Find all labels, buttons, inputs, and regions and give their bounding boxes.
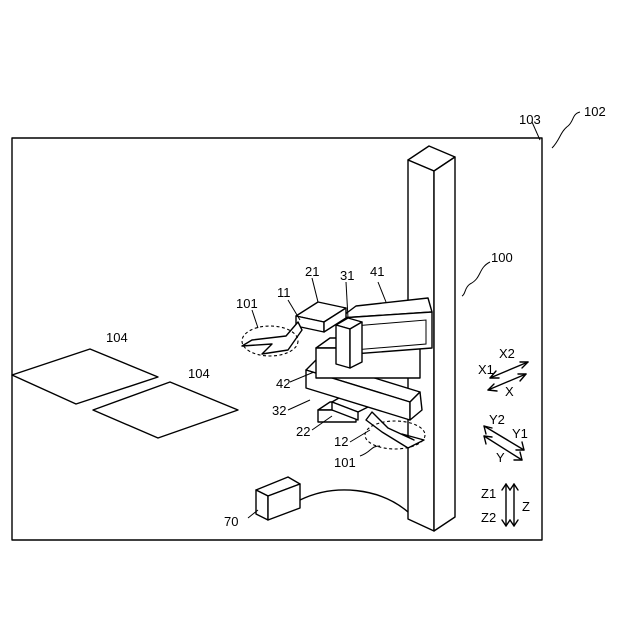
- upper-hand: [242, 322, 302, 356]
- axis-z2: Z2: [481, 510, 496, 525]
- label-42: 42: [276, 376, 290, 391]
- cable: [300, 490, 408, 512]
- axis-y: Y: [496, 450, 505, 465]
- label-12: 12: [334, 434, 348, 449]
- axis-x: X: [505, 384, 514, 399]
- label-32: 32: [272, 403, 286, 418]
- label-104-right: 104: [188, 366, 210, 381]
- label-11: 11: [277, 285, 291, 300]
- label-100: 100: [491, 250, 513, 265]
- label-101-lower: 101: [334, 455, 356, 470]
- label-104-left: 104: [106, 330, 128, 345]
- label-22: 22: [296, 424, 310, 439]
- label-41: 41: [370, 264, 384, 279]
- label-103: 103: [519, 112, 541, 127]
- axis-x2: X2: [499, 346, 515, 361]
- label-21: 21: [305, 264, 319, 279]
- axis-y1: Y1: [512, 426, 528, 441]
- label-31: 31: [340, 268, 354, 283]
- robot: [296, 298, 432, 422]
- axis-y2: Y2: [489, 412, 505, 427]
- controller: [256, 477, 300, 520]
- label-102: 102: [584, 104, 606, 119]
- axis-z: Z: [522, 499, 530, 514]
- axis-z1: Z1: [481, 486, 496, 501]
- label-101-upper: 101: [236, 296, 258, 311]
- label-70: 70: [224, 514, 238, 529]
- axis-x1: X1: [478, 362, 494, 377]
